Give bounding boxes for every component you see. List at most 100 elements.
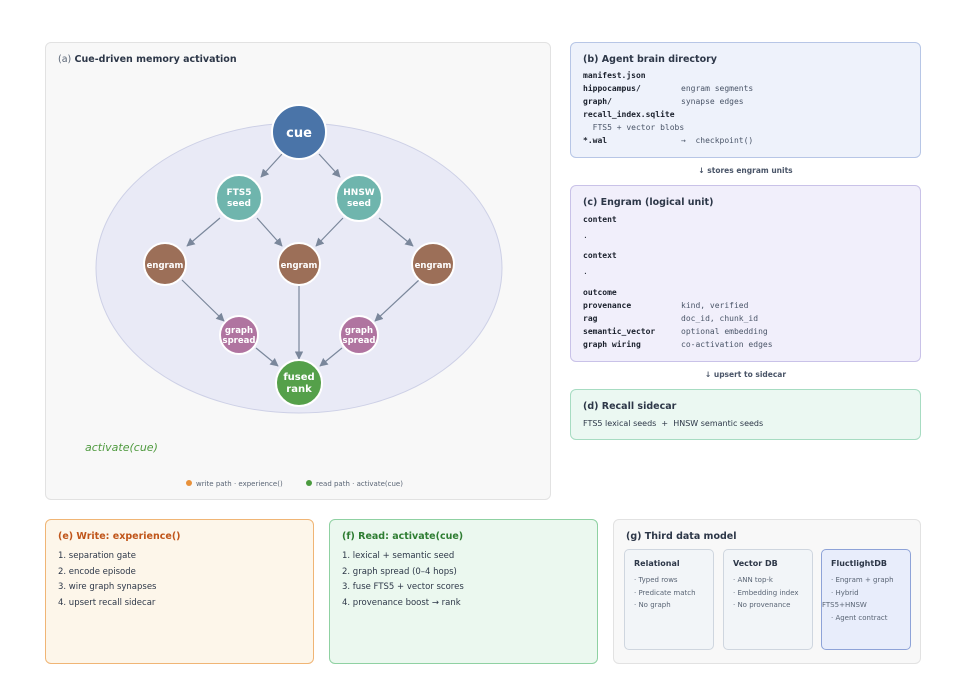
node-fts5-label-1: FTS5	[226, 188, 251, 198]
legend-read-text: read path · activate(cue)	[316, 480, 403, 488]
write-steps-list: 1. separation gate 2. encode episode 3. …	[58, 551, 157, 613]
engram-field-graph-wiring: graph wiring co-activation edges	[583, 340, 903, 352]
node-hnsw-label-2: seed	[347, 199, 371, 209]
edge-spread-left-fused	[255, 347, 279, 367]
node-engram-left-label: engram	[147, 261, 184, 271]
node-engram-right-label: engram	[415, 261, 452, 271]
engram-field-value: doc_id, chunk_id	[681, 314, 759, 323]
dir-row-key: manifest.json	[583, 71, 646, 80]
read-step: 1. lexical + semantic seed	[342, 551, 455, 561]
legend-write-text: write path · experience()	[196, 480, 283, 488]
panel-e-title: (e) Write: experience()	[58, 531, 181, 542]
card-item: · No graph	[634, 601, 671, 609]
card-vector-db: Vector DB · ANN top-k · Embedding index …	[723, 549, 813, 650]
card-items: · Typed rows · Predicate match · No grap…	[634, 576, 696, 614]
panel-a-title-text: Cue-driven memory activation	[74, 54, 237, 65]
node-cue-label: cue	[286, 126, 312, 141]
edge-cue-fts5	[260, 153, 283, 178]
dir-row-value: → checkpoint()	[681, 136, 754, 145]
node-engram-right	[411, 242, 455, 286]
legend-write-dot	[186, 480, 192, 486]
node-fused-label-2: rank	[286, 384, 312, 395]
engram-field-context-dot: .	[583, 267, 903, 279]
node-fused-label-1: fused	[283, 372, 314, 383]
card-item: · Engram + graph	[831, 576, 894, 584]
dir-row-key: *.wal	[583, 136, 608, 145]
dir-row-key: hippocampus/	[583, 84, 641, 93]
card-fluctlightdb: FluctlightDB · Engram + graph · Hybrid F…	[821, 549, 911, 650]
read-steps-list: 1. lexical + semantic seed 2. graph spre…	[342, 551, 464, 613]
panel-b-title: (b) Agent brain directory	[583, 54, 717, 65]
write-step: 2. encode episode	[58, 566, 136, 577]
engram-field-semantic-vector: semantic_vector optional embedding	[583, 327, 903, 339]
node-fts5-seed	[215, 174, 263, 222]
engram-field-key: rag	[583, 314, 598, 323]
dir-row-manifest: manifest.json	[583, 71, 903, 83]
node-spread-left	[219, 315, 259, 355]
dir-row-key: FTS5 + vector blobs	[583, 123, 685, 132]
engram-field-value: optional embedding	[681, 327, 768, 336]
node-engram-left	[143, 242, 187, 286]
panel-b-brain-directory: (b) Agent brain directory manifest.json …	[570, 42, 921, 158]
activate-cue-label: activate(cue)	[85, 441, 158, 454]
engram-field-key: context	[583, 251, 617, 260]
card-item: · Predicate match	[634, 588, 696, 597]
engram-field-rag: rag doc_id, chunk_id	[583, 314, 903, 326]
dir-row-value: synapse edges	[681, 97, 744, 106]
legend-read-dot	[306, 480, 312, 486]
engram-field-outcome: outcome	[583, 288, 903, 300]
engram-field-key: semantic_vector	[583, 327, 656, 336]
engram-field-value: kind, verified	[681, 301, 749, 310]
dir-row-key: graph/	[583, 97, 612, 106]
dir-row-value: engram segments	[681, 84, 754, 93]
read-step: 4. provenance boost → rank	[342, 597, 461, 608]
panel-a-label: (a)	[58, 54, 72, 65]
card-item: · Typed rows	[634, 576, 678, 584]
panel-g-data-model: (g) Third data model Relational · Typed …	[613, 519, 921, 664]
engram-field-key: graph wiring	[583, 340, 641, 349]
node-hnsw-seed	[335, 174, 383, 222]
panel-a-title: (a) Cue-driven memory activation	[58, 54, 237, 65]
engram-field-provenance: provenance kind, verified	[583, 301, 903, 313]
card-items: · ANN top-k · Embedding index · No prove…	[733, 576, 799, 614]
engram-field-key: provenance	[583, 301, 632, 310]
edge-hnsw-engram-mid	[315, 217, 344, 247]
dir-row-graph: graph/synapse edges	[583, 97, 903, 109]
engram-field-key: .	[583, 267, 588, 276]
read-step: 2. graph spread (0–4 hops)	[342, 566, 457, 577]
connector-stores-engram: ↓ stores engram units	[698, 166, 793, 175]
card-title: Vector DB	[733, 559, 778, 568]
card-item: · Embedding index	[733, 588, 799, 597]
card-relational: Relational · Typed rows · Predicate matc…	[624, 549, 714, 650]
dir-row-recall-index: recall_index.sqlite	[583, 110, 903, 122]
panel-a-memory-activation: (a) Cue-driven memory activation	[45, 42, 551, 500]
write-step: 4. upsert recall sidecar	[58, 597, 156, 608]
panel-f-title: (f) Read: activate(cue)	[342, 531, 464, 542]
engram-field-content: content	[583, 215, 903, 227]
write-step: 1. separation gate	[58, 551, 136, 561]
node-spread-right-label-2: spread	[343, 336, 376, 346]
engram-field-key: outcome	[583, 288, 617, 297]
card-item: · Agent contract	[831, 613, 888, 622]
node-spread-right-label-1: graph	[345, 326, 373, 336]
node-spread-left-label-1: graph	[225, 326, 253, 336]
edge-hnsw-engram-right	[378, 217, 414, 247]
engram-field-context: context	[583, 251, 903, 263]
panel-d-title: (d) Recall sidecar	[583, 401, 677, 412]
engram-field-value: co-activation edges	[681, 340, 773, 349]
panel-d-recall-sidecar: (d) Recall sidecar FTS5 lexical seeds + …	[570, 389, 921, 440]
card-title: Relational	[634, 559, 680, 568]
dir-row-hippocampus: hippocampus/engram segments	[583, 84, 903, 96]
edge-spread-right-fused	[319, 347, 343, 367]
dir-row-fts5-blobs: FTS5 + vector blobs	[583, 123, 903, 135]
panel-e-write: (e) Write: experience() 1. separation ga…	[45, 519, 314, 664]
card-item: · No provenance	[733, 601, 791, 609]
engram-field-content-dot: .	[583, 231, 903, 243]
card-items: · Engram + graph · Hybrid FTS5+HNSW · Ag…	[822, 576, 894, 626]
edge-engram-right-spread	[374, 279, 420, 322]
write-step: 3. wire graph synapses	[58, 582, 157, 592]
panel-c-title: (c) Engram (logical unit)	[583, 197, 714, 208]
engram-field-key: .	[583, 231, 588, 240]
card-item: FTS5+HNSW	[822, 601, 867, 609]
node-fts5-label-2: seed	[227, 199, 251, 209]
